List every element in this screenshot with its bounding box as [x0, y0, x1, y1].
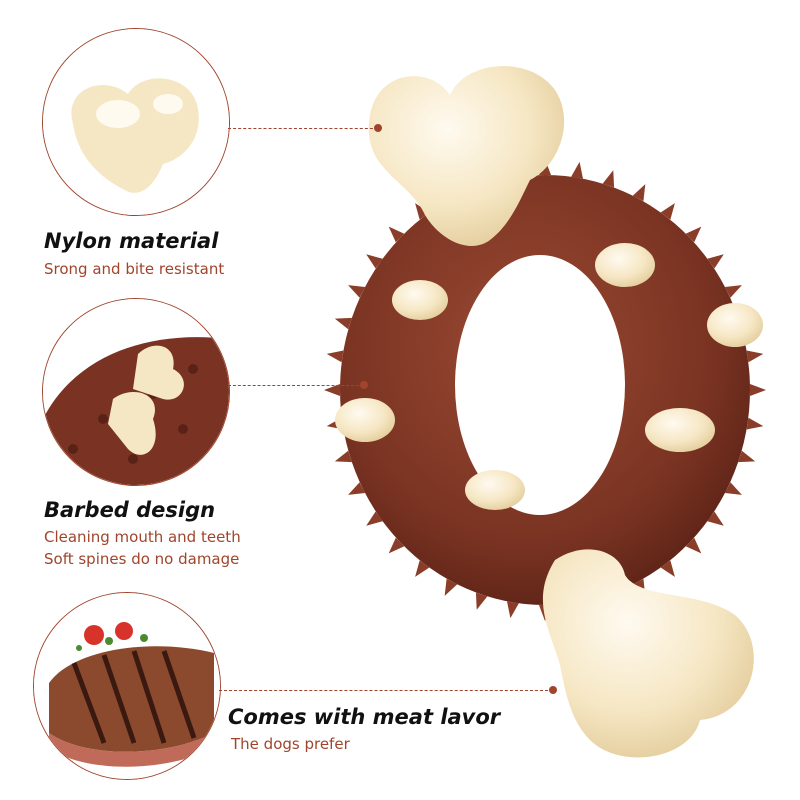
ring-spike: [724, 285, 742, 298]
feature-title-nylon: Nylon material: [44, 229, 219, 253]
spiked-ring-closeup-thumbnail: [42, 298, 230, 486]
ring-spike: [632, 184, 646, 202]
top-bone-end: [368, 66, 565, 246]
ring-spike: [326, 350, 344, 363]
ring-spike: [685, 226, 702, 243]
leader-dot-nylon: [374, 124, 382, 132]
feature-subtitle-meat: The dogs prefer: [231, 735, 350, 753]
ring-spike: [475, 170, 488, 188]
ring-spike: [415, 560, 430, 577]
ring-spike: [571, 601, 583, 619]
ring-spike: [388, 226, 405, 243]
ring-spike: [348, 482, 366, 495]
leader-line-meat: [219, 690, 553, 691]
ring-spike: [746, 417, 764, 430]
ring-spike: [738, 317, 756, 330]
ring-spike: [738, 450, 756, 463]
ring-spike: [602, 170, 615, 188]
ring-spike: [685, 537, 702, 554]
feature-subtitle-barbed-line1: Cleaning mouth and teeth: [44, 528, 241, 546]
ring-spike: [632, 578, 646, 596]
ring-spike: [539, 605, 551, 621]
leader-line-nylon: [228, 128, 378, 129]
ring-spike: [746, 350, 764, 363]
ring-spike: [444, 578, 458, 596]
ring-spike: [366, 254, 383, 269]
leader-line-barbed: [228, 385, 364, 386]
bone-end-closeup-thumbnail: [42, 28, 230, 216]
ring-bone-decorations: [335, 243, 763, 510]
ring-spike: [348, 285, 366, 298]
grilled-steak-thumbnail: [33, 592, 221, 780]
ring-spike: [475, 592, 488, 610]
ring-spike: [388, 537, 405, 554]
ring-spike: [326, 417, 344, 430]
feature-title-barbed: Barbed design: [44, 498, 216, 522]
leader-dot-meat: [549, 686, 557, 694]
feature-title-meat: Comes with meat lavor: [228, 705, 501, 729]
ring-spike: [507, 601, 519, 619]
ring-spike: [415, 203, 430, 220]
ring-spike: [539, 159, 551, 175]
ring-spike: [602, 592, 615, 610]
ring-spike: [444, 184, 458, 202]
ring-spike: [366, 511, 383, 526]
bottom-bone-end: [542, 549, 754, 758]
ring-spike: [660, 203, 675, 220]
ring-spike: [334, 450, 352, 463]
leader-dot-barbed: [360, 381, 368, 389]
ring-spike: [750, 384, 766, 396]
feature-subtitle-barbed-line2: Soft spines do no damage: [44, 550, 240, 568]
ring-spike: [334, 317, 352, 330]
ring-spike: [660, 560, 675, 577]
spiked-ring: [324, 159, 766, 621]
ring-spike: [707, 254, 724, 269]
ring-spike: [724, 482, 742, 495]
ring-spike: [507, 161, 519, 179]
ring-spike: [571, 161, 583, 179]
feature-subtitle-nylon: Srong and bite resistant: [44, 260, 225, 278]
ring-spike: [707, 511, 724, 526]
